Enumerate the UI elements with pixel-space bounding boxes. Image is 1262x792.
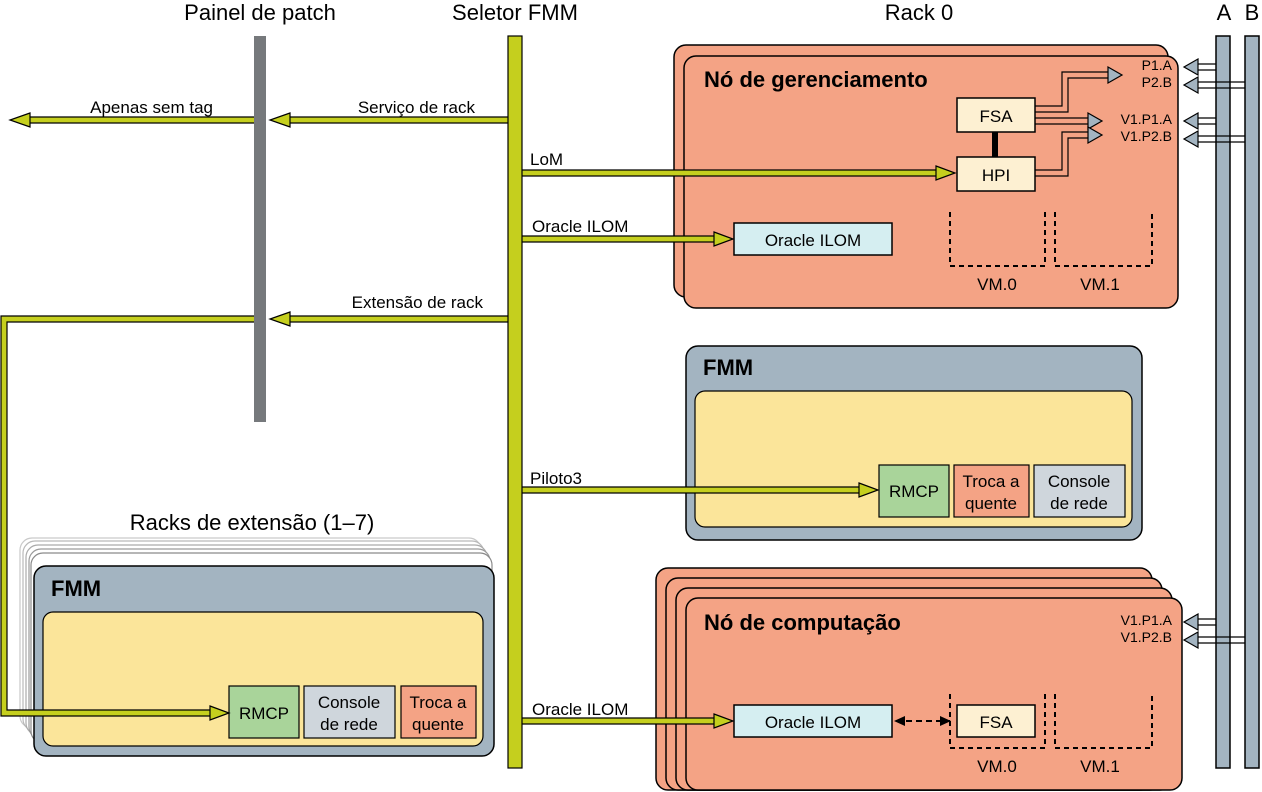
fmm-center-module: FMM RMCP Troca a quente Console de rede <box>685 345 1143 541</box>
ext-hotswap <box>400 685 477 739</box>
fmm-center-rmcp-label: RMCP <box>889 482 939 501</box>
compute-bus-links <box>1182 612 1245 650</box>
compute-port-v1p2b: V1.P2.B <box>1121 629 1172 645</box>
untagged-label: Apenas sem tag <box>90 98 213 117</box>
fmm-center-console <box>1033 464 1126 518</box>
ext-racks-caption: Racks de extensão (1–7) <box>130 510 375 535</box>
oracle-ilom-bottom-label: Oracle ILOM <box>532 700 628 719</box>
compute-ilom-label: Oracle ILOM <box>765 713 861 732</box>
mgmt-ilom-label: Oracle ILOM <box>765 231 861 250</box>
lom-label: LoM <box>530 150 563 169</box>
fsa-hpi-link <box>992 132 998 158</box>
fsa-label: FSA <box>979 107 1013 126</box>
compute-port-v1p1a: V1.P1.A <box>1121 612 1173 628</box>
fmm-switch-header: Seletor FMM <box>452 0 578 25</box>
bus-b <box>1244 35 1260 769</box>
extension-racks: Racks de extensão (1–7) FMM RMCP Console… <box>19 510 495 757</box>
rack0-header: Rack 0 <box>885 0 953 25</box>
bus-b-header: B <box>1245 0 1260 25</box>
oracle-ilom-top-label: Oracle ILOM <box>532 217 628 236</box>
mgmt-vm0-label: VM.0 <box>977 275 1017 294</box>
fmm-center-console-l1: Console <box>1048 472 1110 491</box>
compute-node: Nó de computação V1.P1.A V1.P2.B Oracle … <box>655 567 1183 791</box>
compute-vm1-bracket <box>1054 694 1153 749</box>
mgmt-port-p2b: P2.B <box>1142 74 1172 90</box>
ext-rmcp <box>228 685 300 739</box>
ext-console-l1: Console <box>318 693 380 712</box>
ext-rmcp-label: RMCP <box>239 704 289 723</box>
ext-console-l2: de rede <box>320 715 378 734</box>
mgmt-port-v1p1a: V1.P1.A <box>1121 111 1173 127</box>
ext-hotswap-l1: Troca a <box>409 693 467 712</box>
vm0-bracket <box>949 212 1046 267</box>
ext-fmm-title: FMM <box>51 576 101 601</box>
mgmt-internal-links <box>1035 65 1124 177</box>
fmm-center-hotswap <box>953 464 1030 518</box>
hpi-box <box>956 156 1036 192</box>
compute-vm0-label: VM.0 <box>977 757 1017 776</box>
management-node-title: Nó de gerenciamento <box>704 67 928 92</box>
bus-a-header: A <box>1217 0 1232 25</box>
ext-hotswap-l2: quente <box>412 715 464 734</box>
compute-vm1-label: VM.1 <box>1080 757 1120 776</box>
compute-node-title: Nó de computação <box>704 610 901 635</box>
management-node: Nó de gerenciamento FSA HPI Oracle ILOM … <box>673 44 1179 309</box>
hpi-label: HPI <box>982 166 1010 185</box>
vm1-bracket <box>1054 212 1153 267</box>
fmm-center-hotswap-l2: quente <box>965 494 1017 513</box>
compute-fsa-box <box>956 704 1036 738</box>
bus-a <box>1215 35 1231 769</box>
fmm-links <box>0 112 957 729</box>
rack-service-label: Serviço de rack <box>358 98 476 117</box>
rack-extension-label: Extensão de rack <box>352 293 484 312</box>
patch-panel-header: Painel de patch <box>184 0 336 25</box>
fmm-center-rmcp <box>878 464 950 518</box>
mgmt-bus-links <box>1182 57 1245 149</box>
fmm-center-console-l2: de rede <box>1050 494 1108 513</box>
mgmt-port-p1a: P1.A <box>1142 57 1173 73</box>
fmm-center-hotswap-l1: Troca a <box>962 472 1020 491</box>
patch-panel-bar <box>254 36 266 422</box>
pilot3-label: Piloto3 <box>530 469 582 488</box>
ext-console <box>303 685 396 739</box>
mgmt-port-v1p2b: V1.P2.B <box>1121 128 1172 144</box>
compute-fsa-label: FSA <box>979 713 1013 732</box>
fmm-switch-bus <box>507 35 523 769</box>
fsa-box <box>956 97 1036 133</box>
fmm-center-title: FMM <box>703 355 753 380</box>
mgmt-vm1-label: VM.1 <box>1080 275 1120 294</box>
